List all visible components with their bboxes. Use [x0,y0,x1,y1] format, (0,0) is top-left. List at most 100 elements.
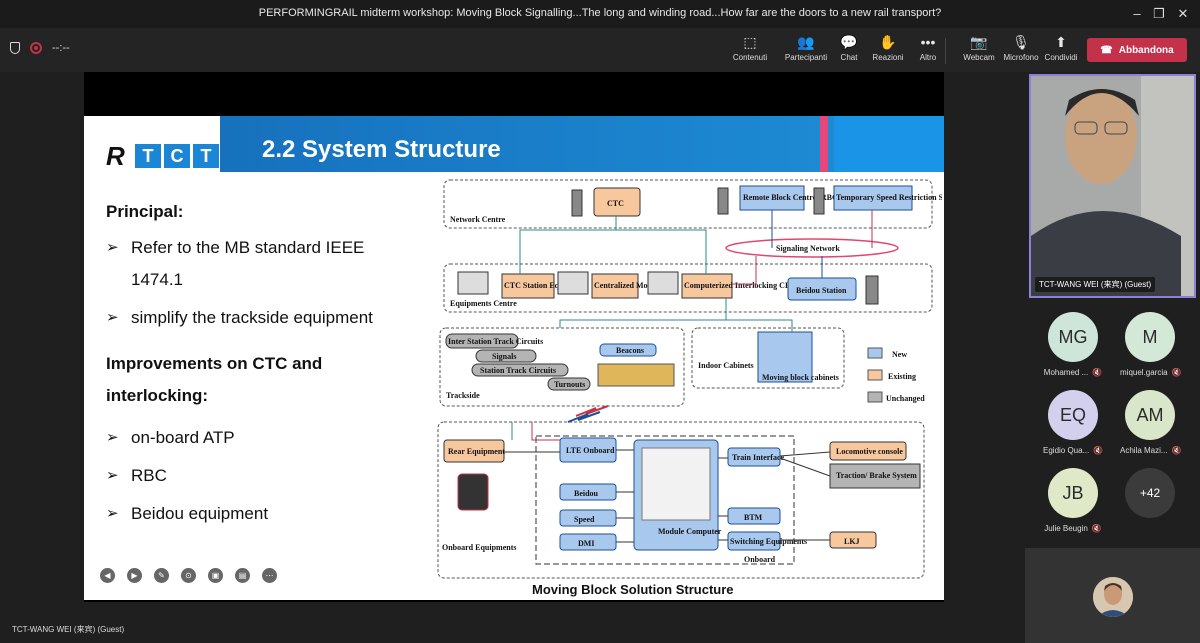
onboard-equipments-label: Onboard Equipments [442,543,516,552]
station-track-label: Station Track Circuits [480,366,556,375]
legend-new-swatch [867,347,883,359]
bullet-item: Beidou equipment [106,498,416,530]
turnouts-box [547,377,591,391]
participant-tile[interactable]: EQ Egidio Qua...🔇 [1043,390,1103,455]
self-name-label: TCT-WANG WEI (来宾) (Guest) [1035,277,1156,292]
title-bar: PERFORMINGRAIL midterm workshop: Moving … [0,0,1200,28]
previous-slide-icon[interactable]: ◀ [100,568,115,583]
camera-off-icon: 📷 [970,34,988,50]
phone-hangup-icon: ☎ [1100,44,1113,56]
participant-tile[interactable]: M miquel.garcia🔇 [1120,312,1182,377]
tsrs-box [833,185,913,211]
server-icon [865,275,879,305]
chat-button[interactable]: 💬Chat [840,34,858,62]
signaling-network-label: Signaling Network [776,244,840,253]
monitor-icon [557,271,589,295]
participants-button[interactable]: 👥Partecipanti [784,34,828,62]
hand-icon: ✋ [879,34,897,50]
onboard-label: Onboard [744,555,776,564]
lkj-label: LKJ [844,537,860,546]
people-icon: 👥 [797,34,815,50]
centralized-monitoring-label: Centralized Monitoring [594,281,675,290]
minimize-icon[interactable]: – [1133,6,1141,21]
share-icon: ⬆ [1055,34,1067,50]
avatar: AM [1125,390,1175,440]
subtitle-icon[interactable]: ▤ [235,568,250,583]
locomotive-console-box [829,441,907,461]
ellipsis-icon: ••• [920,34,936,50]
legend-unchanged-swatch [867,391,883,403]
shield-icon [10,42,20,54]
ctc-label: CTC [607,199,624,208]
bullet-item: on-board ATP [106,422,416,454]
avatar: M [1125,312,1175,362]
participant-tile[interactable]: JB Julie Beugin🔇 [1043,468,1103,533]
contents-button[interactable]: ⬚Contenuti [732,34,768,62]
toolbar-divider [945,38,946,64]
rbc-label: Remote Block Centre (RBC) [743,193,841,202]
ci-box [681,273,733,299]
beacons-box [599,343,657,357]
ctc-station-box [501,273,555,299]
video-icon[interactable]: ▣ [208,568,223,583]
legend-new-label: New [892,350,907,359]
network-centre-zone [443,179,933,229]
mic-off-icon: 🔇 [1092,368,1103,377]
indoor-cabinets-zone [691,327,845,389]
mic-button[interactable]: 🎙Microfono [1003,34,1039,62]
traction-brake-label: Traction/ Brake System [836,471,917,480]
rear-device-image [457,473,489,511]
avatar[interactable] [1093,577,1133,617]
more-options-icon[interactable]: ⋯ [262,568,277,583]
reactions-button[interactable]: ✋Reazioni [872,34,904,62]
more-button[interactable]: •••Altro [919,34,937,62]
presenter-video [1031,76,1194,296]
signals-box [475,349,537,363]
trackside-label: Trackside [446,391,480,400]
trackside-zone [439,327,685,407]
network-centre-label: Network Centre [450,215,506,224]
server-icon [571,189,583,217]
rtct-logo: R T C T [106,142,219,170]
train-interface-box [727,447,781,467]
beacons-label: Beacons [616,346,644,355]
participant-tile[interactable]: AM Achila Mazi...🔇 [1120,390,1182,455]
slide-controls: ◀ ▶ ✎ ⊙ ▣ ▤ ⋯ [100,568,277,583]
zoom-icon[interactable]: ⊙ [181,568,196,583]
onboard-equipments-zone [437,421,925,579]
meeting-timer: --:-- [52,42,70,54]
station-track-box [471,363,569,377]
train-interface-label: Train Interface [732,453,785,462]
next-slide-icon[interactable]: ▶ [127,568,142,583]
self-video-tile[interactable]: TCT-WANG WEI (来宾) (Guest) [1029,74,1196,298]
leave-button[interactable]: ☎ Abbandona [1087,38,1187,62]
improvements-heading: Improvements on CTC and interlocking: [106,354,323,405]
switching-equipments-box [727,531,781,551]
avatar: JB [1048,468,1098,518]
lte-onboard-label: LTE Onboard [566,446,615,455]
locomotive-console-label: Locomotive console [836,447,903,456]
ctc-station-label: CTC Station Equipment [504,281,588,290]
maximize-icon[interactable]: ❐ [1153,6,1165,21]
window-title: PERFORMINGRAIL midterm workshop: Moving … [258,7,942,19]
monitor-icon [457,271,489,295]
slide-text: Principal: Refer to the MB standard IEEE… [106,202,416,536]
share-button[interactable]: ⬆Condividi [1044,34,1078,62]
chat-icon: 💬 [840,34,858,50]
rear-equipment-box [443,439,505,463]
diagram-caption: Moving Block Solution Structure [532,582,734,597]
recording-icon [30,42,42,54]
webcam-button[interactable]: 📷Webcam [963,34,995,62]
beacon-image [597,363,675,387]
traction-brake-box [829,463,921,489]
close-icon[interactable]: ✕ [1177,6,1189,21]
participant-tile[interactable]: MG Mohamed ...🔇 [1043,312,1103,377]
pen-icon[interactable]: ✎ [154,568,169,583]
mic-off-icon: 🔇 [1093,446,1104,455]
server-icon [813,187,825,215]
slide-title: 2.2 System Structure [262,136,501,163]
mic-off-icon: 🎙 [1012,34,1030,50]
more-participants-button[interactable]: +42 [1125,468,1175,518]
bullet-item: Refer to the MB standard IEEE 1474.1 [106,232,416,296]
monitor-icon [647,271,679,295]
